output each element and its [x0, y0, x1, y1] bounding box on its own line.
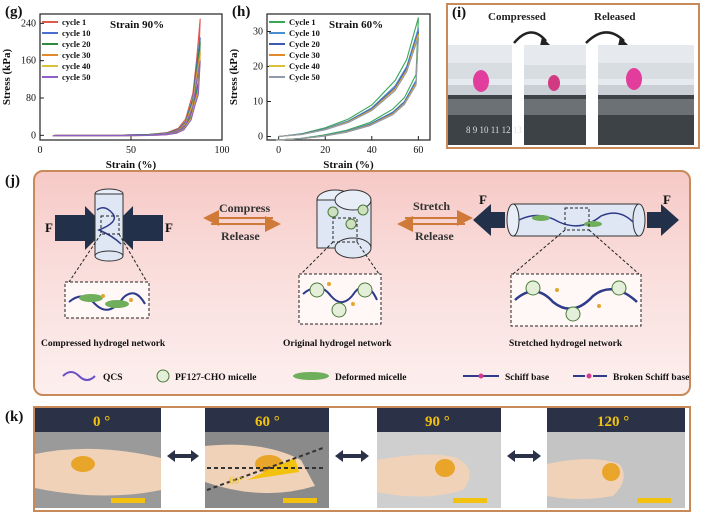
- legend-entry: Cycle 1: [289, 17, 316, 27]
- arrowhead-icon: [540, 37, 550, 46]
- x-tick-label: 20: [320, 145, 330, 156]
- release-label-left: Release: [221, 229, 260, 243]
- y-tick-label: 20: [253, 62, 263, 73]
- legend-qcs: QCS: [103, 373, 123, 383]
- double-arrow-icon: [335, 450, 369, 462]
- angle-label-120: 120 °: [597, 414, 629, 430]
- legend-deformed: Deformed micelle: [335, 373, 406, 383]
- photo-60-deg: 60°: [205, 408, 329, 508]
- finger-bending-photos: 60° 0 ° 60 ° 90 ° 120 °: [35, 408, 685, 508]
- y-tick-label: 240: [21, 18, 36, 29]
- curved-arrow-icon: [513, 31, 547, 44]
- photo-compressed: [524, 45, 586, 145]
- series-line: [52, 60, 201, 137]
- legend-entry: Cycle 40: [289, 61, 320, 71]
- y-axis-label: Stress (kPa): [228, 49, 240, 106]
- caption-stretched: Stretched hydrogel network: [509, 339, 623, 349]
- legend-entry: Cycle 20: [289, 39, 320, 49]
- legend-entry: cycle 20: [62, 39, 91, 49]
- legend-entry: cycle 40: [62, 61, 91, 71]
- legend-entry: cycle 1: [62, 17, 86, 27]
- legend-entry: cycle 50: [62, 72, 91, 82]
- y-tick-label: 30: [253, 27, 263, 38]
- legend-schiff: Schiff base: [505, 373, 549, 383]
- release-label-right: Release: [415, 229, 454, 243]
- series-line: [276, 36, 419, 141]
- legend-entry: Cycle 50: [289, 72, 320, 82]
- y-tick-label: 0: [258, 132, 263, 143]
- photo-released: [598, 45, 694, 145]
- x-tick-label: 100: [215, 145, 230, 156]
- legend-entry: cycle 30: [62, 50, 91, 60]
- zoom-box-compressed: [64, 281, 150, 319]
- inset-angle: 60°: [229, 476, 243, 487]
- panel-letter-i: (i): [452, 5, 467, 21]
- legend-entry: Cycle 10: [289, 28, 320, 38]
- arrowhead-icon: [618, 37, 628, 46]
- x-tick-label: 0: [276, 145, 281, 156]
- curved-arrow-icon: [585, 31, 625, 44]
- angle-label-0: 0 °: [93, 414, 110, 430]
- panel-letter-j: (j): [5, 173, 20, 189]
- double-arrow-icon: [167, 450, 199, 462]
- compressed-label: Compressed: [488, 11, 546, 23]
- compression-photos: 8 9 10 11 12 13: [448, 31, 694, 145]
- x-tick-label: 60: [413, 145, 423, 156]
- stretched-cylinder: [512, 203, 640, 237]
- angle-label-90: 90 °: [425, 414, 450, 430]
- force-label: F: [165, 220, 173, 235]
- force-label: F: [663, 192, 671, 207]
- micelle-icon: [156, 369, 170, 383]
- caption-compressed: Compressed hydrogel network: [41, 339, 166, 349]
- y-axis-label: Stress (kPa): [1, 49, 13, 106]
- x-tick-label: 40: [367, 145, 377, 156]
- legend-entry: Cycle 30: [289, 50, 320, 60]
- y-tick-label: 160: [21, 56, 36, 67]
- angle-label-60: 60 °: [255, 414, 280, 430]
- compress-label: Compress: [219, 201, 270, 215]
- panel-letter-h: (h): [232, 4, 251, 20]
- released-label: Released: [594, 11, 636, 23]
- double-arrow-icon: [507, 450, 541, 462]
- photo-initial: [448, 45, 512, 145]
- hydrogel-network-schematic: F F Compress Release Stretch Release F F: [41, 188, 689, 383]
- strain-label: Strain 60%: [329, 19, 383, 31]
- force-arrow-icon: [55, 206, 107, 250]
- legend-broken-schiff: Broken Schiff base: [613, 373, 689, 383]
- plot-frame: [266, 13, 431, 141]
- force-label: F: [479, 192, 487, 207]
- photo-120-deg: [547, 408, 685, 508]
- deformed-micelle-icon: [293, 372, 329, 380]
- y-tick-label: 80: [26, 93, 36, 104]
- legend-micelle: PF127-CHO micelle: [175, 373, 257, 383]
- ruler-numbers: 8 9 10 11 12 13: [466, 125, 522, 135]
- strain-label: Strain 90%: [110, 19, 164, 31]
- x-axis-label: Strain (%): [323, 159, 374, 170]
- y-tick-label: 0: [31, 130, 36, 141]
- photo-90-deg: [377, 408, 501, 508]
- x-axis-label: Strain (%): [106, 159, 157, 170]
- force-arrow-icon: [111, 206, 163, 250]
- panel-letter-g: (g): [5, 4, 23, 20]
- legend-entry: cycle 10: [62, 28, 91, 38]
- force-label: F: [45, 220, 53, 235]
- panel-letter-k: (k): [5, 409, 24, 425]
- stretch-label: Stretch: [413, 199, 450, 213]
- x-tick-label: 50: [126, 145, 136, 156]
- qcs-icon: [62, 371, 96, 381]
- x-tick-label: 0: [38, 145, 43, 156]
- caption-original: Original hydrogel network: [283, 339, 392, 349]
- y-tick-label: 10: [253, 97, 263, 108]
- photo-0-deg: [35, 408, 161, 508]
- force-arrow-icon: [647, 204, 679, 236]
- force-arrow-icon: [473, 204, 505, 236]
